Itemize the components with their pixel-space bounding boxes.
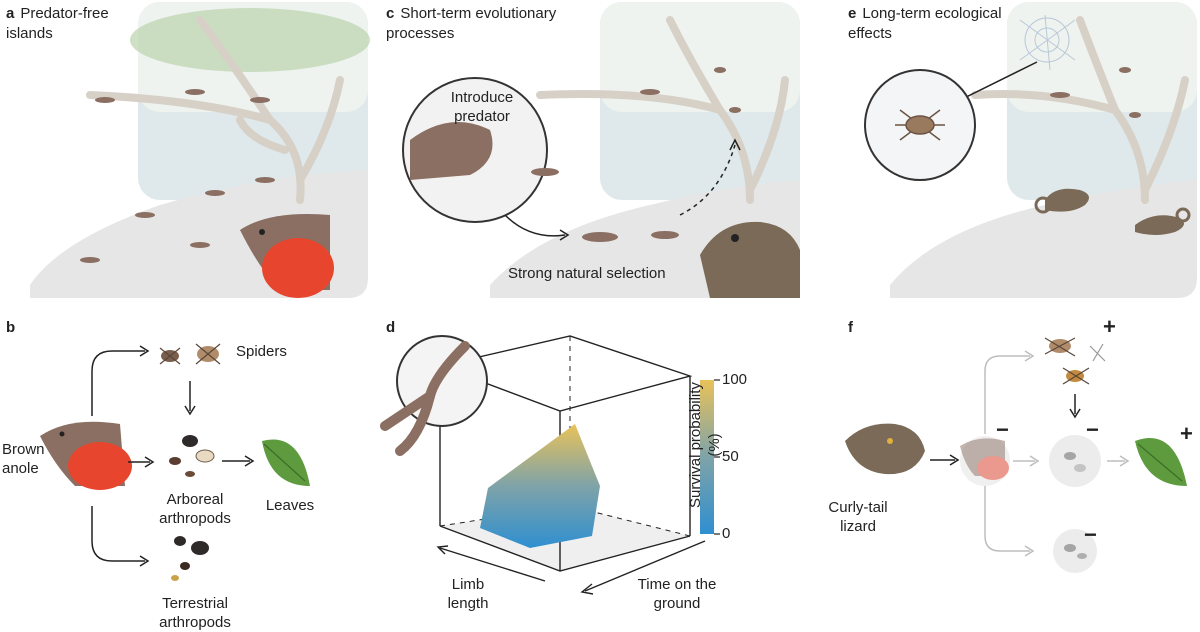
x-axis-label: Limb length <box>447 576 489 612</box>
panel-letter: b <box>6 319 16 336</box>
arboreal-arthropods-label: Arboreal arthropods <box>159 491 231 527</box>
panel-b-foodweb <box>40 343 310 581</box>
dashed-arrow-up <box>679 144 736 216</box>
anole-icon <box>80 89 275 263</box>
brown-anole-label: Brown anole <box>2 441 45 477</box>
spider-icon <box>1044 337 1106 385</box>
arboreal-minus-sign: − <box>1086 417 1099 442</box>
arrow-to-ground <box>504 214 566 237</box>
brown-anole-icon <box>40 421 132 490</box>
beetle-icon <box>1064 544 1087 559</box>
panel-title: Short-term evolutionary processes <box>386 5 557 42</box>
spider-icon <box>895 109 945 141</box>
strong-natural-selection-label: Strong natural selection <box>508 265 666 282</box>
panel-letter: c <box>386 5 395 22</box>
curly-tail-lizard-label: Curly-tail lizard <box>828 499 888 535</box>
anole-minus-sign: − <box>996 417 1009 442</box>
colorbar <box>700 380 714 534</box>
anole-icon <box>531 67 741 242</box>
terrestrial-arthropods-label: Terrestrial arthropods <box>159 595 231 631</box>
panel-title: Predator-free islands <box>6 5 109 42</box>
tree-foliage <box>130 8 370 72</box>
panel-letter: e <box>848 5 857 22</box>
y-axis-label: Time on the ground <box>637 576 717 612</box>
beetle-icon <box>171 536 209 581</box>
introduce-predator-label: Introduce predator <box>450 89 514 125</box>
spiders-plus-sign: + <box>1103 314 1116 339</box>
panel-letter: d <box>386 319 396 336</box>
survival-surface <box>480 424 600 548</box>
cube-edges <box>437 335 693 572</box>
colorbar-tick-50: 50 <box>722 448 739 465</box>
leaves-label: Leaves <box>265 497 315 514</box>
spiders-label: Spiders <box>236 343 287 360</box>
leaf-icon <box>1135 438 1187 486</box>
tree-trunk <box>86 16 344 204</box>
panel-d-label: d <box>386 318 401 338</box>
faded-anole-icon <box>960 438 1009 480</box>
spider-icon <box>159 343 221 365</box>
tree-trunk <box>971 16 1189 204</box>
panel-d-3d-plot <box>380 335 720 595</box>
spider-web-icon <box>1019 14 1076 71</box>
leaves-plus-sign: + <box>1180 421 1193 446</box>
panel-letter: f <box>848 319 853 336</box>
tree-trunk <box>536 16 789 204</box>
curly-tail-lizard-head-icon <box>700 221 800 298</box>
colorbar-label: Survival probability (%) <box>687 382 723 508</box>
beetle-icon <box>1064 452 1086 472</box>
terrestrial-minus-sign: − <box>1084 522 1097 547</box>
panel-e-scene <box>864 2 1197 298</box>
anole-icon <box>1050 67 1141 118</box>
brown-anole-head-icon <box>240 214 334 298</box>
panel-b-label: b <box>6 318 21 338</box>
island-ground <box>890 180 1197 298</box>
panel-c-scene <box>402 2 800 298</box>
colorbar-tick-100: 100 <box>722 371 748 388</box>
leaf-icon <box>262 439 310 486</box>
curly-tail-lizard-icon <box>845 423 925 475</box>
panel-letter: a <box>6 5 15 22</box>
limb-icon <box>380 341 470 456</box>
panel-f-label: f <box>848 318 859 338</box>
curly-tail-lizard-icon <box>1034 188 1191 235</box>
panel-f-foodweb <box>845 337 1187 573</box>
colorbar-tick-0: 0 <box>722 525 731 542</box>
panel-a-scene <box>30 2 370 298</box>
beetle-icon <box>169 435 215 477</box>
panel-title: Long-term ecological effects <box>848 5 1002 42</box>
